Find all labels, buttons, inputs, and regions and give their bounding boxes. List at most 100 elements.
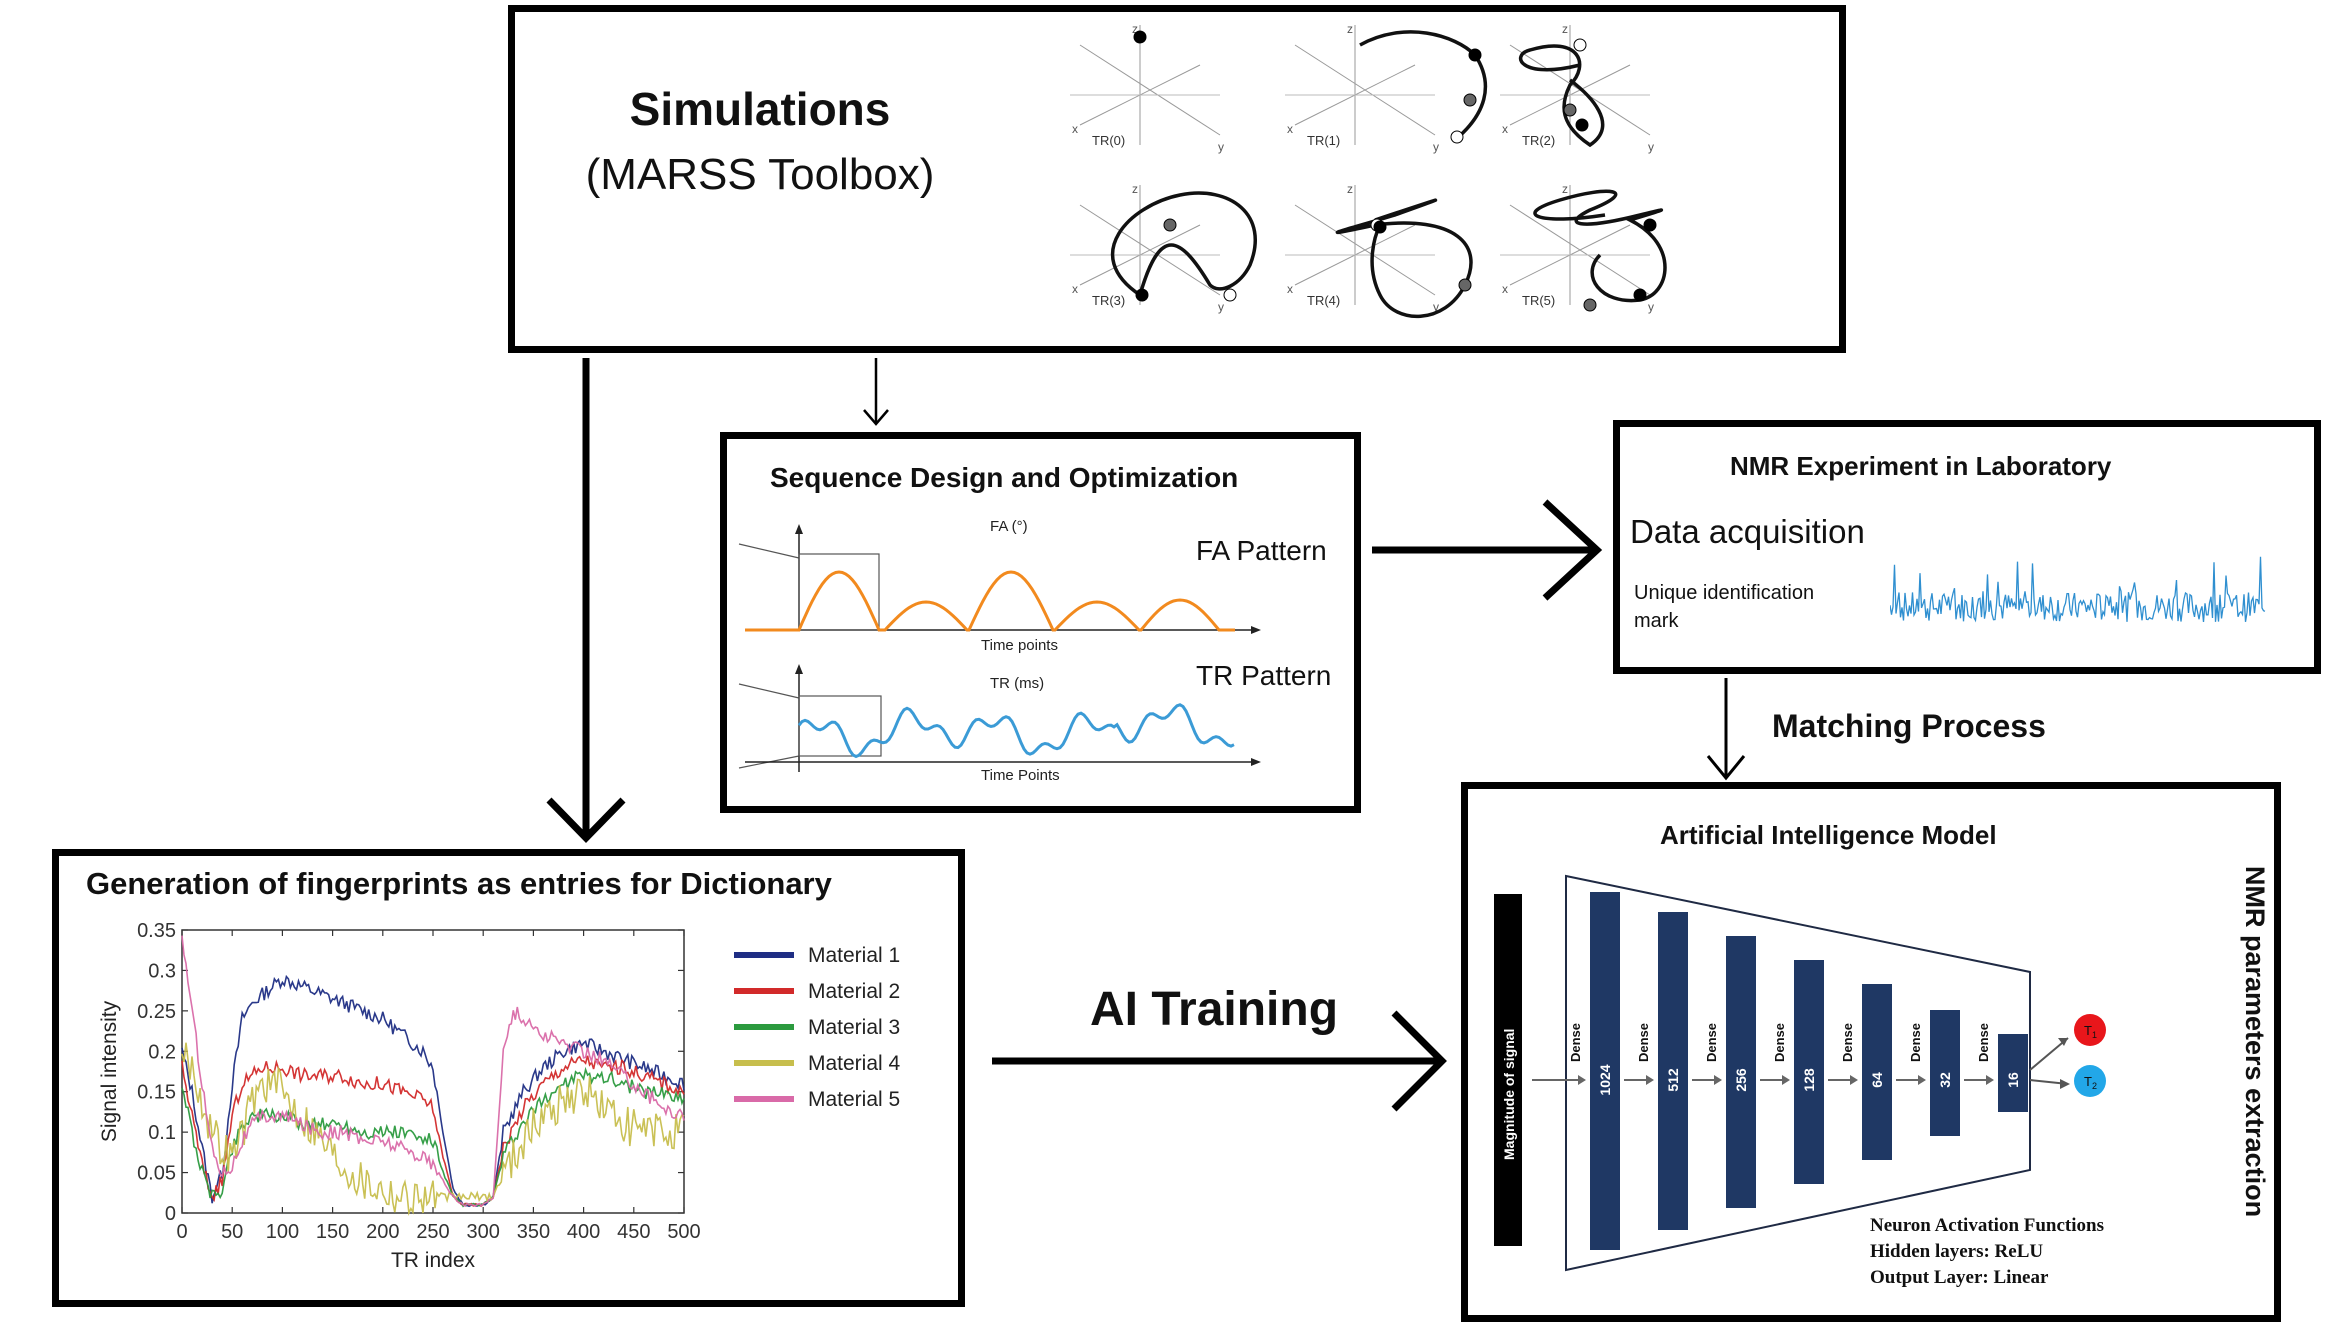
y-tick-label: 0.3 — [148, 960, 176, 982]
y-axis-label: y — [1648, 140, 1654, 154]
z-axis-label: z — [1347, 182, 1353, 196]
magnetization-point — [1463, 93, 1477, 107]
x-tick-label: 500 — [667, 1221, 700, 1243]
activation-note-line1: Neuron Activation Functions — [1870, 1215, 2105, 1236]
x-tick-label: 300 — [467, 1221, 500, 1243]
trajectory-plot: z x y TR(4) — [1285, 182, 1473, 318]
matching-process-label: Matching Process — [1772, 708, 2046, 744]
z-axis-label: z — [1562, 25, 1568, 36]
t2-label: T — [2084, 1074, 2092, 1089]
dense-layer — [1862, 984, 1892, 1160]
layer-size-label: 32 — [1937, 1072, 1953, 1088]
fa-caption: FA (°) — [990, 518, 1028, 535]
x-tick-label: 200 — [366, 1221, 399, 1243]
y-tick-label: 0.35 — [137, 920, 176, 942]
ai-training-label: AI Training — [1090, 983, 1339, 1036]
simulations-subtitle: (MARSS Toolbox) — [585, 150, 935, 199]
legend-label: Material 3 — [808, 1016, 900, 1039]
t2-output-node — [2074, 1065, 2106, 1097]
dense-label: Dense — [1976, 1023, 1991, 1062]
magnetization-point — [1575, 118, 1589, 132]
x-axis-label: x — [1072, 282, 1078, 296]
series-line — [181, 1066, 685, 1208]
x-tick-label: 400 — [567, 1221, 600, 1243]
arrow-sim-to-dictionary — [546, 358, 626, 844]
x-tick-label: 50 — [221, 1221, 243, 1243]
y-axis-label: y — [1433, 300, 1439, 314]
ai-model-title: Artificial Intelligence Model — [1660, 820, 1997, 850]
x-axis-label: x — [1502, 122, 1508, 136]
dense-layer — [1930, 1010, 1960, 1136]
layer-size-label: 256 — [1733, 1068, 1749, 1092]
dense-label: Dense — [1772, 1023, 1787, 1062]
magnetization-point — [1583, 298, 1597, 312]
trajectory-plot: z x y TR(2) — [1500, 25, 1654, 154]
trajectory-curve — [1518, 44, 1605, 148]
identification-mark-line2: mark — [1634, 610, 1679, 632]
magnetization-point — [1450, 130, 1464, 144]
dense-label: Dense — [1704, 1023, 1719, 1062]
magnetization-point — [1133, 30, 1147, 44]
arrow-sequence-to-nmr — [1372, 499, 1603, 601]
x-tick-label: 450 — [617, 1221, 650, 1243]
neural-network: Magnitude of signal Dense1024Dense512Den… — [1494, 874, 2106, 1272]
nmr-box — [1613, 420, 2321, 674]
x-axis-label: x — [1287, 282, 1293, 296]
identification-mark-line1: Unique identification — [1634, 582, 1815, 604]
y-tick-label: 0 — [165, 1203, 176, 1225]
y-tick-label: 0.2 — [148, 1041, 176, 1063]
sequence-title: Sequence Design and Optimization — [770, 462, 1239, 493]
t1-output-node — [2074, 1014, 2106, 1046]
fa-xlabel: Time points — [981, 637, 1058, 654]
magnetization-point — [1163, 218, 1177, 232]
magnetization-point — [1223, 288, 1237, 302]
dense-layer — [1590, 892, 1620, 1250]
series-line — [181, 1055, 685, 1208]
legend-label: Material 5 — [808, 1088, 900, 1111]
y-axis-title: Signal intensity — [98, 1000, 121, 1142]
trajectory-plots: zxyTR(0)zxyTR(1)zxyTR(2)zxyTR(3)zxyTR(4)… — [1070, 25, 1667, 318]
svg-text:T2: T2 — [2084, 1074, 2097, 1091]
sequence-box — [720, 432, 1361, 813]
x-tick-label: 250 — [416, 1221, 449, 1243]
tr-xlabel: Time Points — [981, 767, 1060, 784]
x-axis-label: x — [1502, 282, 1508, 296]
x-tick-label: 350 — [517, 1221, 550, 1243]
dense-label: Dense — [1840, 1023, 1855, 1062]
trajectory-curve — [1335, 198, 1473, 318]
trajectory-label: TR(4) — [1307, 293, 1340, 308]
layer-size-label: 512 — [1665, 1068, 1681, 1092]
magnetization-point — [1573, 38, 1587, 52]
series-line — [181, 1042, 685, 1217]
dense-layer — [1998, 1034, 2028, 1112]
t2-subscript: 2 — [2092, 1081, 2097, 1091]
arrow-nmr-to-ai-model — [1706, 678, 1746, 781]
simulations-title: Simulations — [629, 83, 891, 135]
fa-pattern-label: FA Pattern — [1196, 535, 1327, 566]
y-axis-label: y — [1218, 300, 1224, 314]
layer-size-label: 16 — [2005, 1072, 2021, 1088]
magnetization-point — [1633, 288, 1647, 302]
magnetization-point — [1643, 218, 1657, 232]
legend-label: Material 4 — [808, 1052, 901, 1075]
trajectory-label: TR(2) — [1522, 133, 1555, 148]
t1-subscript: 1 — [2092, 1030, 2097, 1040]
magnetization-point — [1563, 103, 1577, 117]
sequence-plots: FA (°) Time points TR (ms) Time Points — [738, 518, 1261, 784]
trajectory-label: TR(5) — [1522, 293, 1555, 308]
arrow-ai-training — [992, 1010, 1447, 1112]
series-line — [181, 935, 685, 1208]
y-tick-label: 0.25 — [137, 1001, 176, 1023]
x-tick-label: 100 — [266, 1221, 299, 1243]
y-axis-label: y — [1218, 140, 1224, 154]
legend-label: Material 2 — [808, 980, 900, 1003]
data-acquisition-label: Data acquisition — [1630, 513, 1865, 550]
y-axis-label: y — [1648, 300, 1654, 314]
activation-note-line3: Output Layer: Linear — [1870, 1267, 2049, 1288]
trajectory-label: TR(3) — [1092, 293, 1125, 308]
